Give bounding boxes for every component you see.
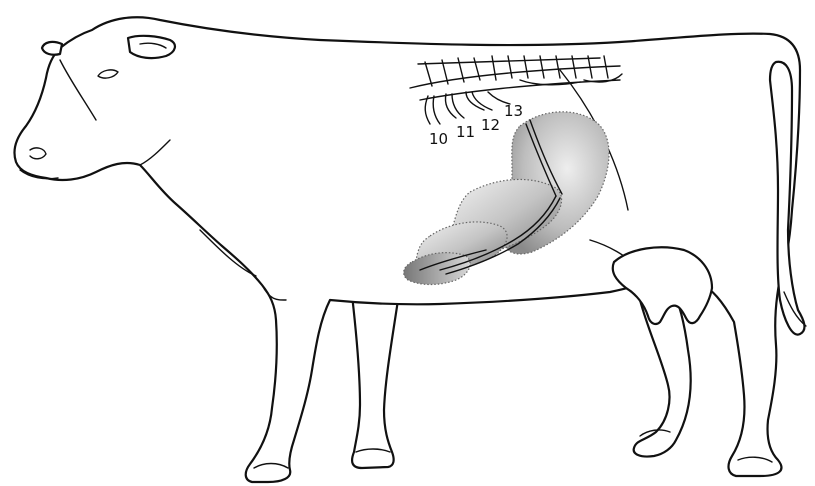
- rib-label-13: 13: [504, 102, 523, 120]
- rib-label-11: 11: [456, 123, 475, 141]
- far-front-leg: [352, 295, 398, 468]
- rib-label-10: 10: [429, 130, 448, 148]
- rib-label-12: 12: [481, 116, 500, 134]
- near-hooves: [254, 457, 772, 468]
- cow-udder: [613, 247, 712, 324]
- cow-ear: [128, 36, 175, 58]
- cow-horn: [42, 42, 62, 55]
